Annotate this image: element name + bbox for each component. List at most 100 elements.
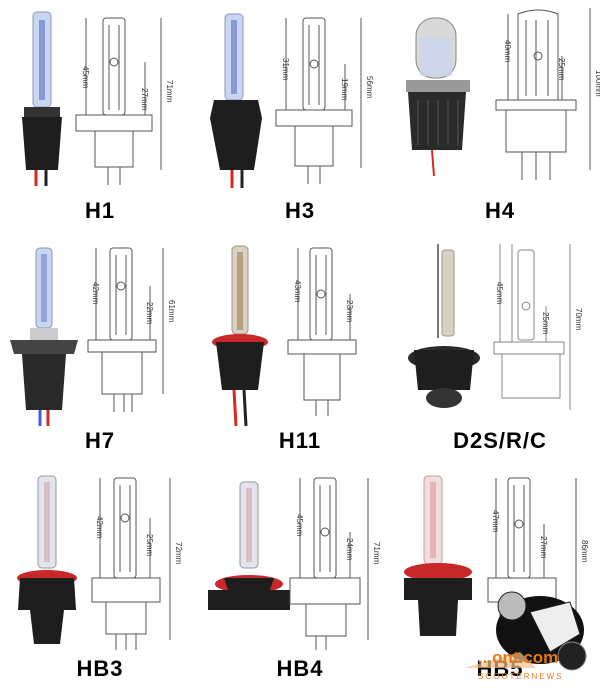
bulb-base xyxy=(408,92,466,150)
watermark-rider-logo xyxy=(464,591,587,671)
technical-drawing xyxy=(493,244,571,410)
bulb-base xyxy=(216,342,264,390)
heatsink-fins xyxy=(417,100,459,145)
bulb-illustration-h3: 31mm 19mm 56mm xyxy=(210,13,374,188)
dim-total: 86mm xyxy=(580,540,589,563)
dim-inner: 22mm xyxy=(145,302,154,325)
bulb-base xyxy=(22,117,62,170)
bulb-cell-h4: 40mm 25mm 100mm H4 xyxy=(400,0,600,230)
bulb-flange xyxy=(208,590,290,610)
bulb-illustration-h1: 45mm 27mm 71mm xyxy=(22,11,174,186)
bulb-label: H7 xyxy=(84,428,116,453)
bulb-collar xyxy=(224,578,274,590)
helmet-icon xyxy=(497,591,527,621)
rider-suit xyxy=(529,601,581,653)
bulb-label: H4 xyxy=(484,198,516,223)
dim-top: 45mm xyxy=(495,282,504,305)
dim-top: 40mm xyxy=(503,40,512,63)
bulb-illustration-h7: 42mm 22mm 61mm xyxy=(10,247,176,426)
technical-drawing xyxy=(275,17,362,184)
bulb-illustration-d2s: 45mm 25mm 70mm xyxy=(408,244,583,410)
bulb-label: H11 xyxy=(278,428,322,453)
bulb-label: D2S/R/C xyxy=(453,428,547,453)
arc-tube xyxy=(246,488,252,562)
dim-top: 31mm xyxy=(281,58,290,81)
bulb-base xyxy=(210,100,262,170)
bulb-cell-hb5: 47mm 27mm 86mm HB5 xyxy=(400,460,600,690)
dim-total: 71mm xyxy=(372,542,381,565)
wire-black xyxy=(242,389,248,427)
bulb-illustration-h11: 43mm 23mm xyxy=(212,245,357,427)
dim-top: 47mm xyxy=(491,510,500,533)
bulb-connector xyxy=(426,388,462,408)
technical-drawing xyxy=(287,247,357,416)
bulb-base xyxy=(414,350,474,390)
watermark-subtext: SCOOTERNEWS xyxy=(478,672,564,681)
glass-tube xyxy=(441,249,455,337)
bulb-cell-h11: 43mm 23mm H11 xyxy=(200,230,400,460)
scooter-icon xyxy=(464,652,536,668)
dim-total: 72mm xyxy=(174,542,183,565)
dim-total: 70mm xyxy=(574,308,583,331)
dim-inner: 25mm xyxy=(557,58,566,81)
bulb-flange xyxy=(18,578,76,610)
dim-top: 45mm xyxy=(81,66,90,89)
bulb-label: HB4 xyxy=(276,656,324,681)
wire-red xyxy=(232,389,238,427)
dim-total: 71mm xyxy=(165,80,174,103)
technical-drawing xyxy=(87,247,164,412)
dim-inner: 27mm xyxy=(140,88,149,111)
bulb-flange xyxy=(406,80,470,92)
bulb-flange xyxy=(404,578,472,600)
dim-inner: 19mm xyxy=(340,78,349,101)
dim-total: 61mm xyxy=(167,300,176,323)
o-ring xyxy=(404,563,472,581)
bulb-flange xyxy=(10,340,78,354)
bulb-label: H1 xyxy=(84,198,116,223)
bulb-collar xyxy=(30,328,58,340)
technical-drawing xyxy=(495,8,591,180)
dim-top: 42mm xyxy=(91,282,100,305)
watermark-text: ...ont.com xyxy=(478,648,559,667)
bulb-flange xyxy=(24,107,60,117)
arc-tube xyxy=(44,482,50,562)
dim-inner: 24mm xyxy=(345,538,354,561)
bulb-base xyxy=(418,600,458,636)
wheel-icon xyxy=(557,641,587,671)
dim-top: 45mm xyxy=(295,514,304,537)
arc-tube xyxy=(237,252,243,330)
glass-tube xyxy=(420,38,452,76)
technical-drawing xyxy=(75,17,162,185)
bulb-base xyxy=(22,354,66,410)
bulb-cell-h1: 45mm 27mm 71mm H1 xyxy=(0,0,200,230)
wire-red xyxy=(431,149,435,177)
bulb-cell-hb3: 42mm 25mm 72mm HB3 xyxy=(0,460,200,690)
bulb-cell-h3: 31mm 19mm 56mm H3 xyxy=(200,0,400,230)
dim-top: 42mm xyxy=(95,516,104,539)
bulb-cell-h7: 42mm 22mm 61mm H7 xyxy=(0,230,200,460)
bulb-label: H3 xyxy=(284,198,316,223)
bulb-cell-hb4: 45mm 24mm 71mm HB4 xyxy=(200,460,400,690)
technical-drawing xyxy=(91,477,171,650)
bulb-illustration-hb5: 47mm 27mm 86mm xyxy=(404,475,589,636)
arc-tube xyxy=(41,254,47,322)
dim-total: 100mm xyxy=(594,70,600,97)
dim-inner: 25mm xyxy=(145,534,154,557)
arc-tube xyxy=(231,20,237,94)
technical-drawing xyxy=(487,477,577,633)
bulb-base xyxy=(30,610,64,644)
dim-top: 43mm xyxy=(293,280,302,303)
arc-tube xyxy=(430,482,436,558)
bulb-illustration-h4: 40mm 25mm 100mm xyxy=(406,8,600,180)
bulb-cell-d2s: 45mm 25mm 70mm D2S/R/C xyxy=(400,230,600,460)
dim-inner: 27mm xyxy=(539,536,548,559)
arc-tube xyxy=(39,20,45,100)
dim-total: 56mm xyxy=(365,76,374,99)
dim-inner: 23mm xyxy=(345,300,354,323)
technical-drawing xyxy=(289,477,369,650)
bulb-label: HB3 xyxy=(76,656,124,681)
dim-inner: 25mm xyxy=(541,312,550,335)
bulb-illustration-hb3: 42mm 25mm 72mm xyxy=(17,475,183,650)
bulb-illustration-hb4: 45mm 24mm 71mm xyxy=(208,477,381,650)
